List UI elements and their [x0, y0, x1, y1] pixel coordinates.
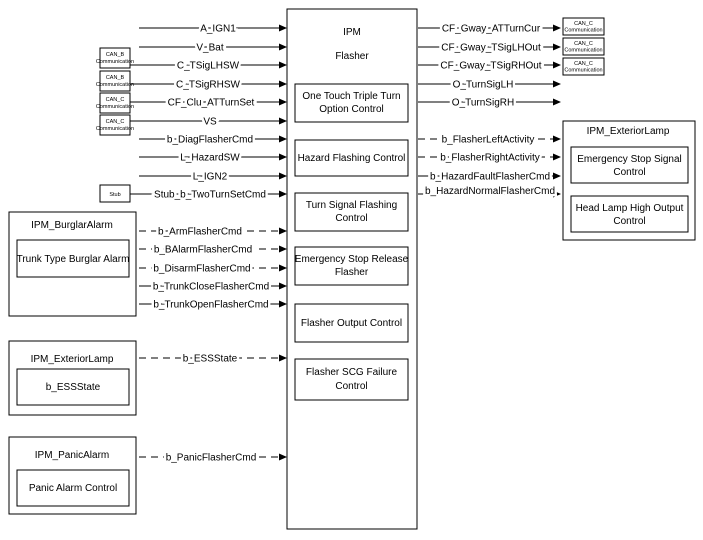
- input-label: b_DiagFlasherCmd: [167, 135, 253, 146]
- block-trunk-type-burglar[interactable]: [16, 239, 130, 278]
- block-flasher-output-label: Flasher Output Control: [301, 318, 402, 329]
- module-panic-title: IPM_PanicAlarm: [35, 450, 109, 461]
- can-c-label-2: Communication: [96, 126, 134, 132]
- ipm-subtitle: Flasher: [335, 51, 369, 62]
- block-scg-label-1: Flasher SCG Failure: [306, 367, 398, 378]
- block-flasher-output[interactable]: [294, 303, 409, 343]
- input-label: b_TrunkOpenFlasherCmd: [153, 300, 268, 311]
- output-label: CF_Gway_TSigLHOut: [441, 43, 541, 54]
- block-flasher-scg-failure[interactable]: [294, 358, 409, 401]
- block-panic-alarm-control[interactable]: [16, 469, 130, 507]
- left-comm-boxes: CAN_B Communication CAN_B Communication …: [96, 47, 134, 203]
- block-head-lamp-high-output[interactable]: [570, 195, 689, 233]
- block-hazard-flashing[interactable]: [294, 139, 409, 177]
- stub-label: Stub: [109, 192, 120, 198]
- ipm-name: IPM: [343, 27, 361, 38]
- block-emergency-label-1: Emergency Stop Release: [295, 254, 409, 265]
- block-turn-signal-flashing[interactable]: [294, 192, 409, 232]
- block-one-touch-label-2: Option Control: [319, 104, 383, 115]
- input-label: L_HazardSW: [180, 153, 240, 164]
- can-c-label-2: Communication: [564, 68, 602, 74]
- can-c-box[interactable]: [562, 57, 605, 76]
- can-b-label: CAN_B: [106, 75, 125, 81]
- input-arrows: [130, 24, 287, 461]
- block-emergency-label-2: Flasher: [335, 267, 369, 278]
- can-c-label-2: Communication: [96, 104, 134, 110]
- input-label: b_BAlarmFlasherCmd: [154, 245, 252, 256]
- output-label: b_HazardNormalFlasherCmd: [425, 186, 555, 197]
- block-turn-signal-label-1: Turn Signal Flashing: [306, 200, 397, 211]
- block-panic-label: Panic Alarm Control: [29, 483, 117, 494]
- can-b-label-2: Communication: [96, 59, 134, 65]
- can-b-label-2: Communication: [96, 82, 134, 88]
- output-label: b_HazardFaultFlasherCmd: [430, 172, 550, 183]
- input-label: b_TrunkCloseFlasherCmd: [153, 282, 269, 293]
- can-c-label: CAN_C: [574, 41, 593, 47]
- input-label: b_ESSState: [183, 354, 238, 365]
- input-label: VS: [203, 117, 217, 128]
- output-label: b_FlasherLeftActivity: [442, 135, 535, 146]
- can-c-label: CAN_C: [106, 119, 125, 125]
- can-c-box[interactable]: [562, 17, 605, 36]
- block-ess-signal-label-2: Control: [613, 167, 645, 178]
- block-trunk-label: Trunk Type Burglar Alarm: [17, 254, 130, 265]
- can-b-label: CAN_B: [106, 52, 125, 58]
- can-c-box[interactable]: [99, 92, 131, 114]
- can-c-box[interactable]: [99, 114, 131, 136]
- can-c-label: CAN_C: [574, 61, 593, 67]
- module-ext-left-title: IPM_ExteriorLamp: [31, 354, 114, 365]
- block-emergency-stop-signal[interactable]: [570, 146, 689, 184]
- output-label: O_TurnSigRH: [452, 98, 514, 109]
- output-label: CF_Gway_TSigRHOut: [440, 61, 541, 72]
- module-burglar-title: IPM_BurglarAlarm: [31, 220, 113, 231]
- stub-box[interactable]: [99, 184, 131, 203]
- input-label: C_TSigLHSW: [177, 61, 240, 72]
- block-b-essstate[interactable]: [16, 368, 130, 406]
- input-label: CF_Clu_ATTurnSet: [168, 98, 255, 109]
- block-emergency-stop-release[interactable]: [294, 246, 409, 286]
- input-labels: A_IGN1 V_Bat C_TSigLHSW C_TSigRHSW CF_Cl…: [150, 21, 271, 466]
- input-label: C_TSigRHSW: [176, 80, 240, 91]
- output-label: b_FlasherRightActivity: [440, 153, 539, 164]
- can-c-box[interactable]: [562, 37, 605, 56]
- can-b-box[interactable]: [99, 47, 131, 69]
- input-label: L_IGN2: [193, 172, 228, 183]
- can-c-label-2: Communication: [564, 48, 602, 54]
- input-label: V_Bat: [196, 43, 223, 54]
- output-labels: CF_Gway_ATTurnCur CF_Gway_TSigLHOut CF_G…: [422, 21, 557, 200]
- block-one-touch-label-1: One Touch Triple Turn: [302, 91, 400, 102]
- input-label: A_IGN1: [200, 24, 236, 35]
- block-essstate-label: b_ESSState: [46, 382, 101, 393]
- input-label: Stub_b_TwoTurnSetCmd: [154, 190, 266, 201]
- input-label: b_DisarmFlasherCmd: [153, 264, 250, 275]
- output-label: CF_Gway_ATTurnCur: [442, 24, 541, 35]
- block-ess-signal-label-1: Emergency Stop Signal: [577, 154, 682, 165]
- block-head-lamp-label-2: Control: [613, 216, 645, 227]
- block-hazard-label: Hazard Flashing Control: [298, 153, 406, 164]
- block-head-lamp-label-1: Head Lamp High Output: [576, 203, 684, 214]
- output-label: O_TurnSigLH: [453, 80, 514, 91]
- input-label: b_ArmFlasherCmd: [158, 227, 242, 238]
- can-b-box[interactable]: [99, 70, 131, 92]
- block-turn-signal-label-2: Control: [335, 213, 367, 224]
- block-scg-label-2: Control: [335, 381, 367, 392]
- right-comm-boxes: CAN_C Communication CAN_C Communication …: [562, 17, 605, 76]
- can-c-label: CAN_C: [574, 21, 593, 27]
- block-one-touch-triple-turn[interactable]: [294, 83, 409, 123]
- module-ext-right-title: IPM_ExteriorLamp: [587, 126, 670, 137]
- output-arrows: [418, 24, 561, 198]
- input-label: b_PanicFlasherCmd: [166, 453, 257, 464]
- can-c-label-2: Communication: [564, 28, 602, 34]
- can-c-label: CAN_C: [106, 97, 125, 103]
